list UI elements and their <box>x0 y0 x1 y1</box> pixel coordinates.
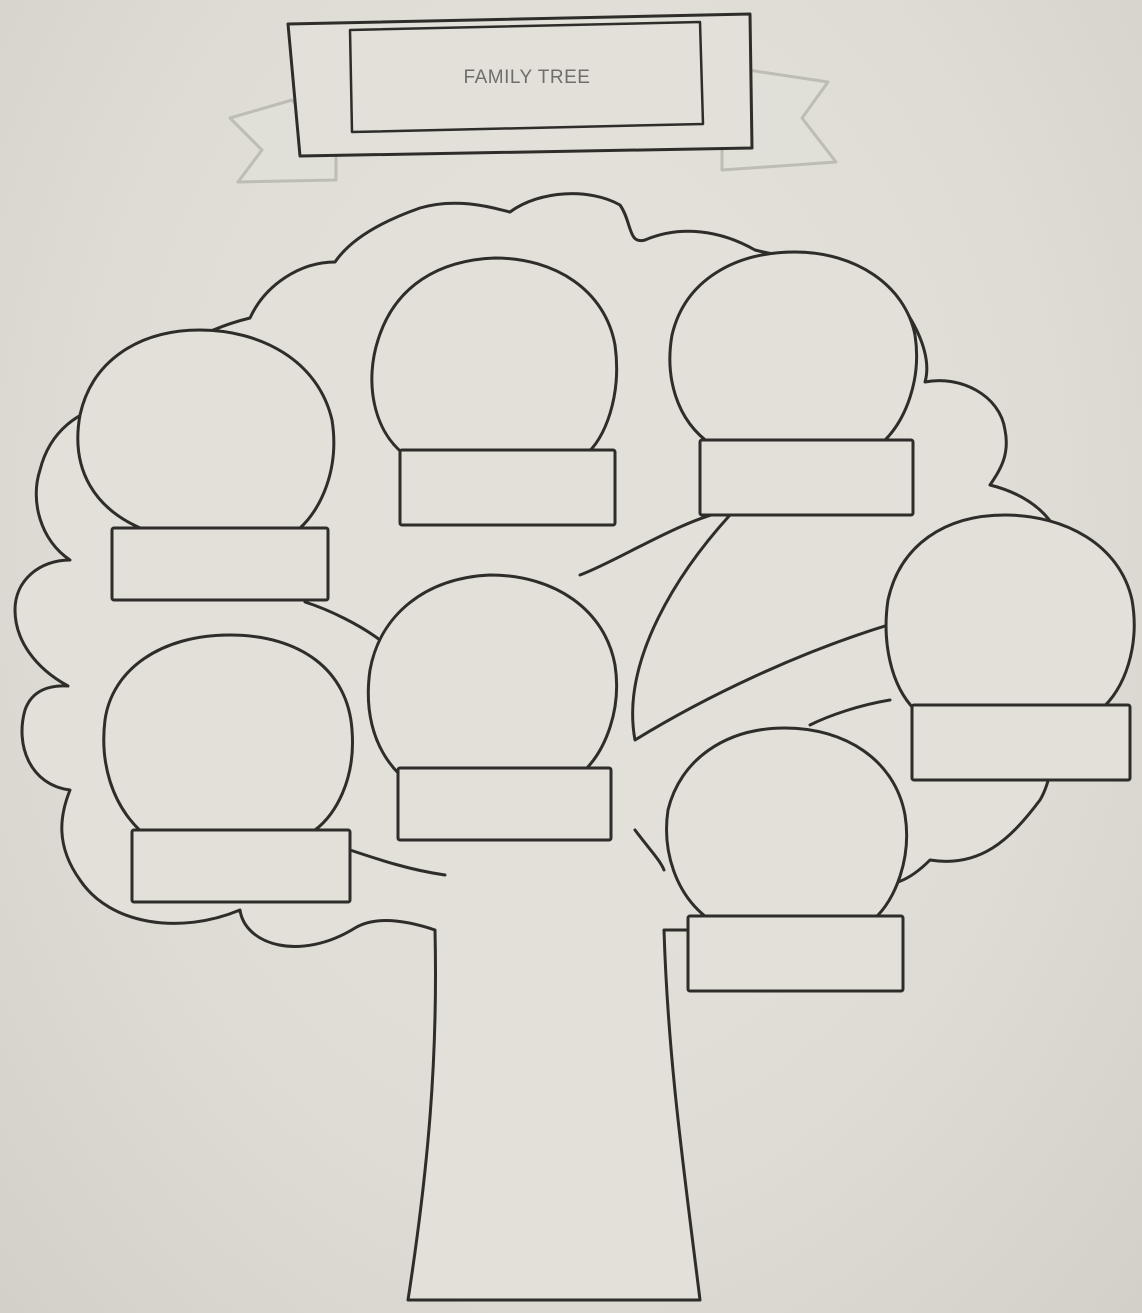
photo-frame-circle[interactable] <box>78 330 334 530</box>
member-slot-4[interactable] <box>104 635 353 902</box>
member-slot-6[interactable] <box>886 515 1134 780</box>
title-banner-outer <box>288 14 752 156</box>
title-banner <box>288 14 752 156</box>
name-box[interactable] <box>132 830 350 902</box>
member-slot-7[interactable] <box>667 728 907 991</box>
name-box[interactable] <box>912 705 1130 780</box>
photo-frame-circle[interactable] <box>104 635 353 835</box>
name-box[interactable] <box>112 528 328 600</box>
photo-frame-circle[interactable] <box>368 575 616 775</box>
photo-frame-circle[interactable] <box>670 252 917 445</box>
photo-frame-circle[interactable] <box>886 515 1134 710</box>
tree-trunk <box>408 930 700 1300</box>
member-slot-5[interactable] <box>368 575 616 840</box>
photo-frame-circle[interactable] <box>667 728 907 920</box>
name-box[interactable] <box>398 768 611 840</box>
member-slot-2[interactable] <box>372 258 617 525</box>
member-slot-3[interactable] <box>670 252 917 515</box>
member-slot-1[interactable] <box>78 330 334 600</box>
name-box[interactable] <box>400 450 615 525</box>
name-box[interactable] <box>700 440 913 515</box>
name-box[interactable] <box>688 916 903 991</box>
